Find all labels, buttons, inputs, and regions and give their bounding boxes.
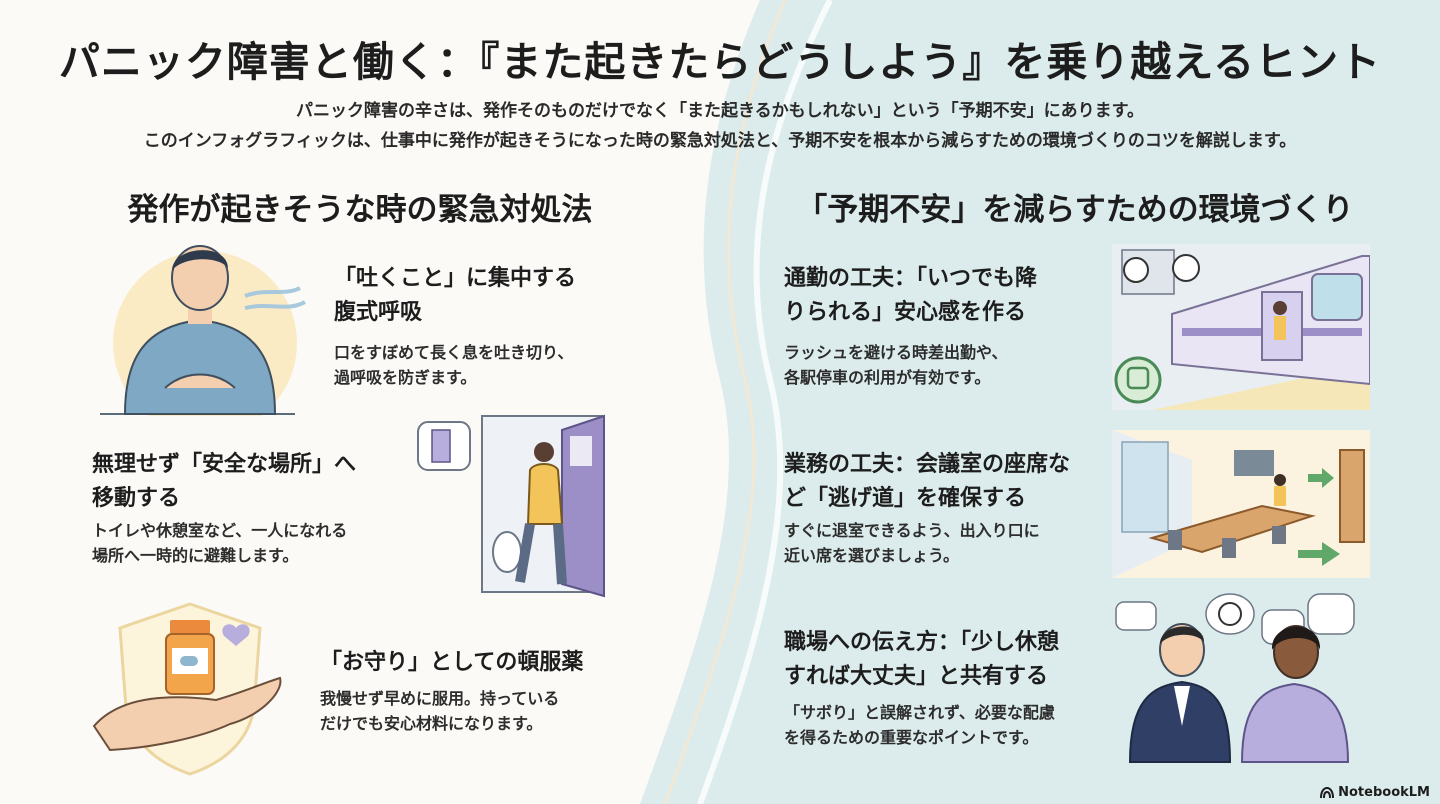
left-item-3-body: 我慢せず早めに服用。持っている だけでも安心材料になります。 (320, 689, 560, 733)
medicine-hand-illustration (92, 602, 282, 776)
right-section-heading: 「予期不安」を減らすための環境づくり (796, 192, 1354, 228)
right-item-1-body: ラッシュを避ける時差出勤や、 各駅停車の利用が有効です。 (784, 343, 1008, 387)
left-item-1-body: 口をすぼめて長く息を吐き切り、 過呼吸を防ぎます。 (334, 343, 574, 387)
left-section-heading: 発作が起きそうな時の緊急対処法 (127, 192, 593, 228)
train-station-illustration (1112, 244, 1370, 410)
right-item-3-title: 職場への伝え方：「少し休憩 すれば大丈夫」と共有する (784, 630, 1060, 689)
intro-line-1: パニック障害の辛さは、発作そのものだけでなく「また起きるかもしれない」という「予… (296, 101, 1144, 121)
left-item-2-body: トイレや休憩室など、一人になれる 場所へ一時的に避難します。 (92, 521, 348, 565)
meeting-room-illustration (1112, 430, 1370, 578)
right-item-2-body: すぐに退室できるよう、出入り口に 近い席を選びましょう。 (784, 521, 1040, 565)
right-item-2-title: 業務の工夫：会議室の座席な ど「逃げ道」を確保する (784, 452, 1071, 511)
right-item-1-title: 通勤の工夫：「いつでも降 りられる」安心感を作る (784, 266, 1038, 325)
left-item-2-title: 無理せず「安全な場所」へ 移動する (92, 452, 357, 511)
restroom-door-illustration (417, 414, 605, 598)
breathing-person-illustration (100, 245, 306, 416)
notebooklm-brand: NotebookLM (1320, 785, 1430, 800)
left-item-1-title: 「吐くこと」に集中する 腹式呼吸 (334, 266, 577, 325)
notebooklm-logo-icon (1320, 786, 1335, 798)
intro-line-2: このインフォグラフィックは、仕事中に発作が起きそうになった時の緊急対処法と、予期… (143, 131, 1297, 151)
coworkers-conversation-illustration (1115, 593, 1355, 763)
page-title: パニック障害と働く：『また起きたらどうしよう』を乗り越えるヒント (58, 38, 1382, 86)
left-item-3-title: 「お守り」としての頓服薬 (320, 650, 584, 675)
right-item-3-body: 「サボり」と誤解されず、必要な配慮 を得るための重要なポイントです。 (784, 703, 1055, 747)
